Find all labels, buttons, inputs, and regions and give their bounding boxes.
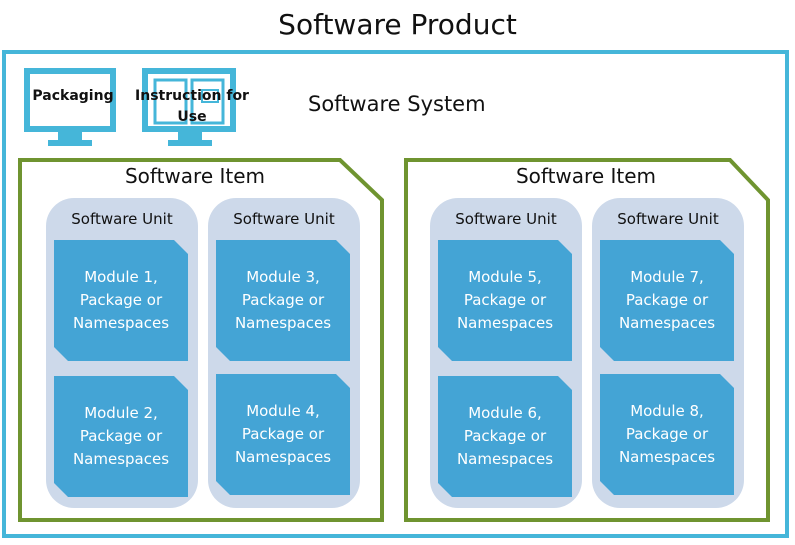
- software-unit: Software Unit Module 5, Package or Names…: [430, 198, 582, 508]
- module-label: Module 4, Package or Namespaces: [234, 402, 332, 466]
- module-label: Module 6, Package or Namespaces: [456, 404, 554, 468]
- software-unit: Software Unit Module 3, Package or Names…: [208, 198, 360, 508]
- module-box: Module 2, Package or Namespaces: [54, 376, 188, 497]
- packaging-label: Packaging: [32, 88, 114, 104]
- software-item-border: [18, 158, 384, 522]
- software-unit-title: Software Unit: [71, 210, 173, 228]
- software-unit: Software Unit Module 7, Package or Names…: [592, 198, 744, 508]
- module-label: Module 8, Package or Namespaces: [618, 402, 716, 466]
- module-box: Module 8, Package or Namespaces: [600, 374, 734, 495]
- module-box: Module 6, Package or Namespaces: [438, 376, 572, 497]
- instruction-for-use-label: Instruction for Use: [135, 88, 249, 125]
- module-box: Module 7, Package or Namespaces: [600, 240, 734, 361]
- software-item-title: Software Item: [124, 164, 266, 188]
- software-unit-title: Software Unit: [617, 210, 719, 228]
- module-box: Module 3, Package or Namespaces: [216, 240, 350, 361]
- module-box: Module 5, Package or Namespaces: [438, 240, 572, 361]
- module-label: Module 2, Package or Namespaces: [72, 404, 170, 468]
- software-system-label: Software System: [308, 92, 486, 116]
- software-item-border: [404, 158, 770, 522]
- book-monitor-icon: [142, 68, 236, 146]
- software-item-title: Software Item: [515, 164, 657, 188]
- module-box: Module 4, Package or Namespaces: [216, 374, 350, 495]
- software-system-box: [2, 50, 789, 538]
- module-label: Module 7, Package or Namespaces: [618, 268, 716, 332]
- module-label: Module 3, Package or Namespaces: [234, 268, 332, 332]
- software-unit-title: Software Unit: [233, 210, 335, 228]
- software-unit: Software Unit Module 1, Package or Names…: [46, 198, 198, 508]
- module-label: Module 5, Package or Namespaces: [456, 268, 554, 332]
- product-title: Software Product: [278, 8, 517, 41]
- module-box: Module 1, Package or Namespaces: [54, 240, 188, 361]
- module-label: Module 1, Package or Namespaces: [72, 268, 170, 332]
- software-unit-title: Software Unit: [455, 210, 557, 228]
- monitor-icon: [24, 68, 116, 146]
